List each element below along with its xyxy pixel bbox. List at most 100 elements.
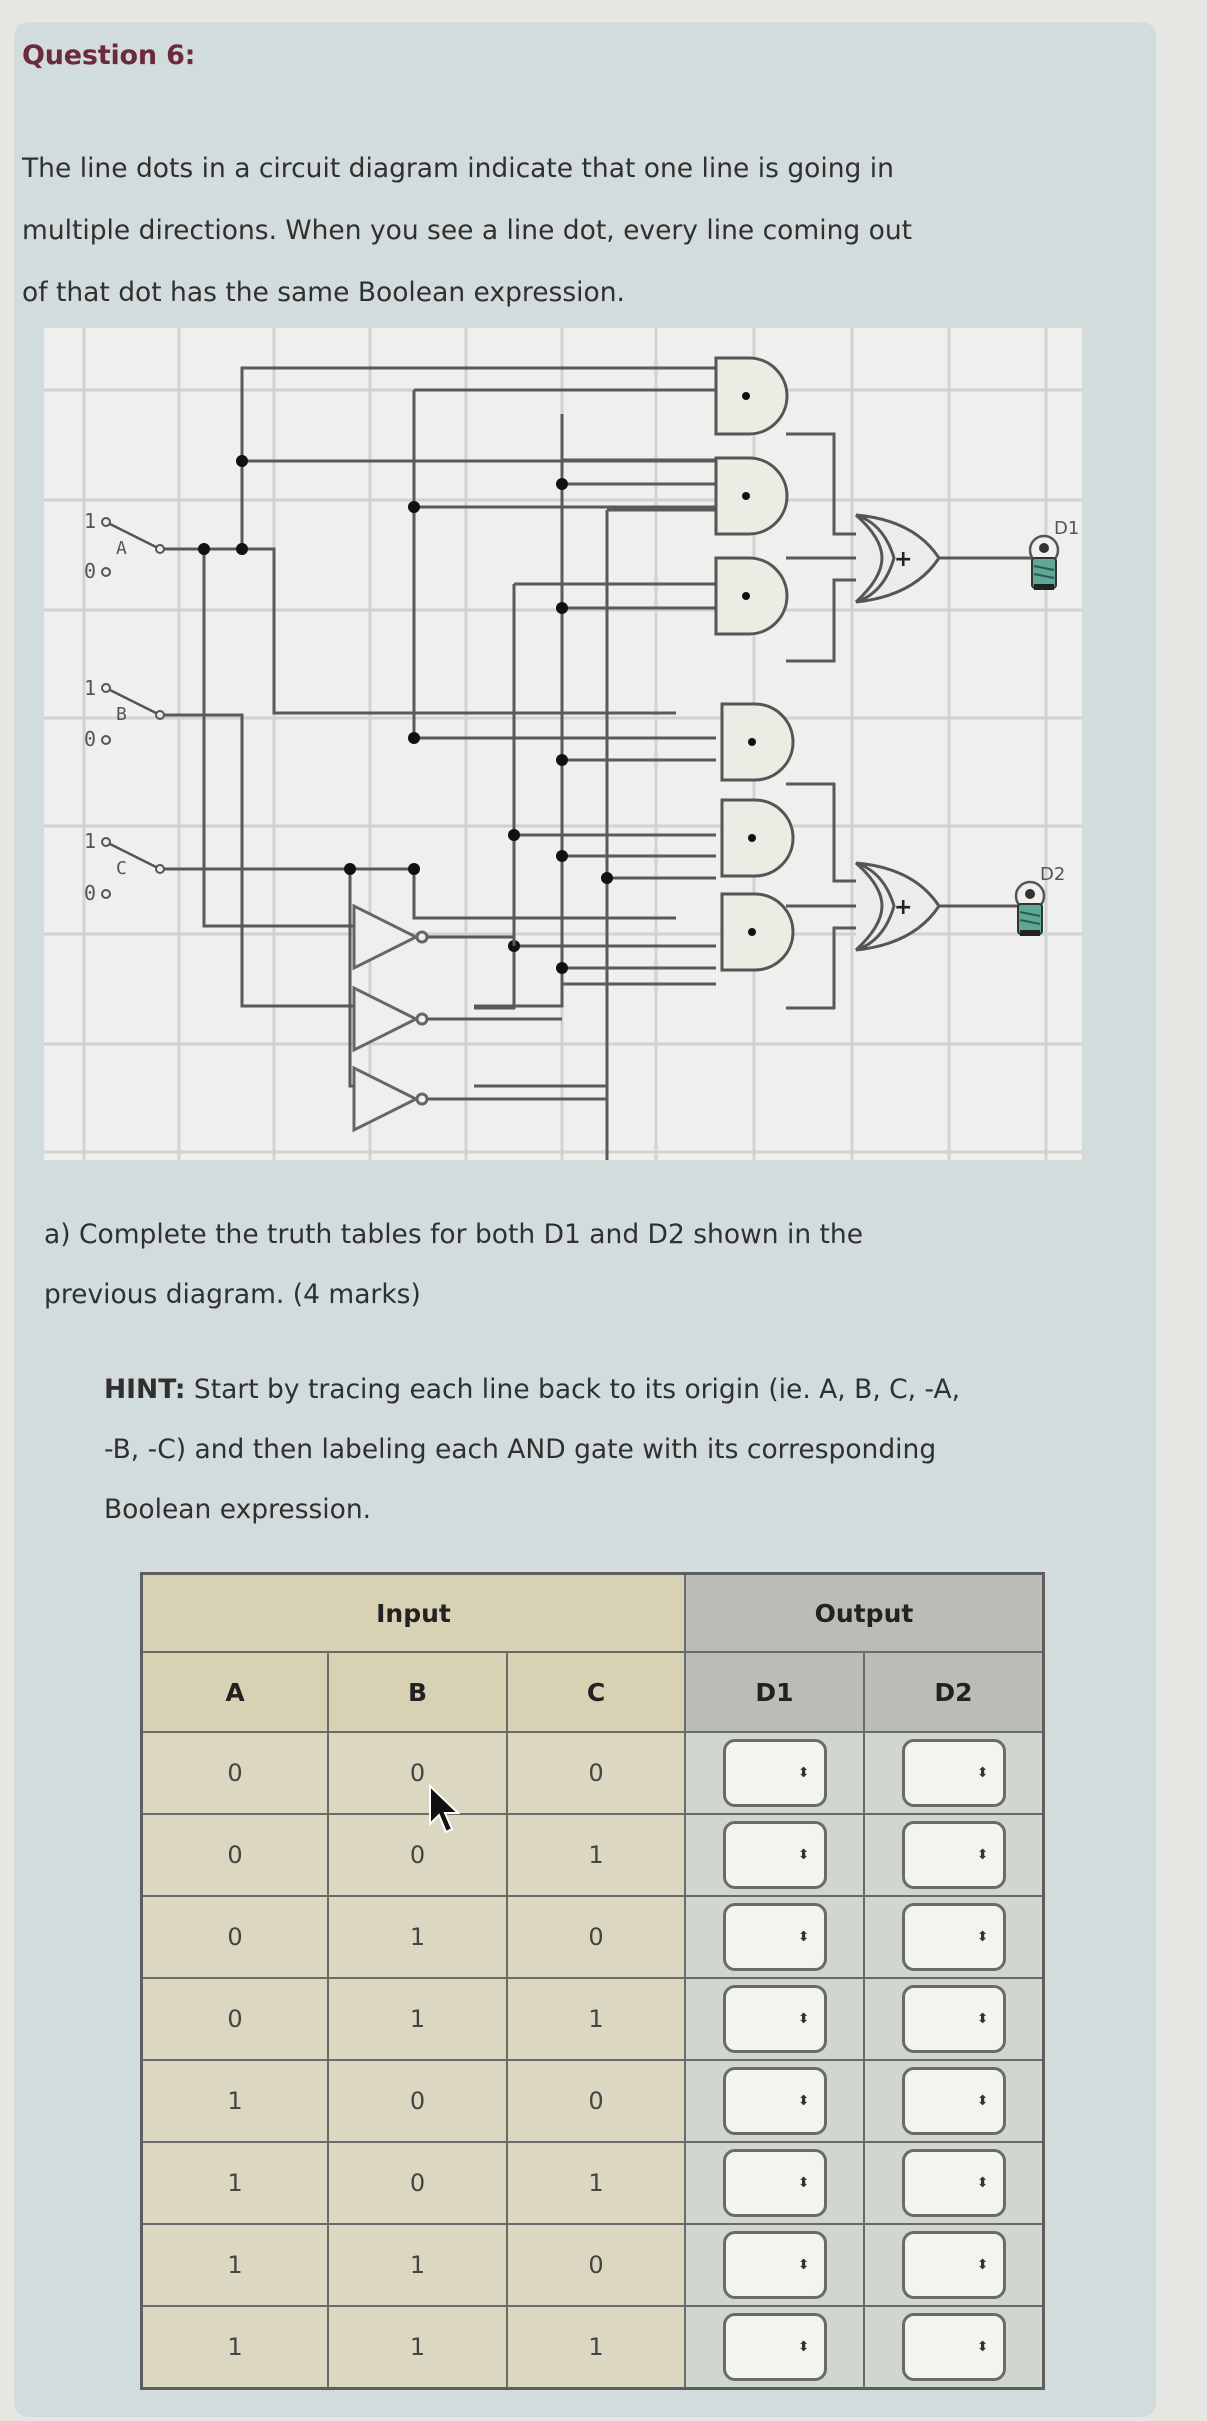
d1-label: D1 (1054, 518, 1079, 539)
select-arrows-icon: ⬍ (797, 2339, 810, 2355)
switch-c: 1 0 C (84, 829, 165, 905)
d2-select[interactable]: ⬍ (901, 2313, 1006, 2381)
table-row: 1 0 0 ⬍ ⬍ (140, 2059, 1045, 2143)
svg-text:1: 1 (84, 509, 96, 533)
hint-line: Boolean expression. (104, 1494, 372, 1525)
switch-a: 1 0 A (84, 509, 165, 583)
d2-select[interactable]: ⬍ (901, 2149, 1006, 2217)
hint-line: -B, -C) and then labeling each AND gate … (104, 1434, 937, 1465)
part-a-line: previous diagram. (4 marks) (44, 1279, 421, 1310)
svg-text:0: 0 (84, 881, 96, 905)
wires (164, 366, 1034, 1160)
output-group-header: Output (684, 1572, 1045, 1653)
table-row: 1 1 0 ⬍ ⬍ (140, 2223, 1045, 2307)
d1-select[interactable]: ⬍ (722, 2231, 827, 2299)
d1-select[interactable]: ⬍ (722, 1739, 827, 1807)
column-header-a: A (140, 1651, 329, 1733)
table-row: 0 0 1 ⬍ ⬍ (140, 1813, 1045, 1897)
d1-select[interactable]: ⬍ (722, 1985, 827, 2053)
part-a-line: a) Complete the truth tables for both D1… (44, 1219, 864, 1250)
question-title: Question 6: (22, 40, 196, 71)
d2-select[interactable]: ⬍ (901, 2067, 1006, 2135)
select-arrows-icon: ⬍ (797, 1765, 810, 1781)
select-arrows-icon: ⬍ (976, 1929, 989, 1945)
svg-text:A: A (116, 538, 127, 559)
svg-text:+: + (894, 895, 912, 920)
table-row: 0 1 1 ⬍ ⬍ (140, 1977, 1045, 2061)
and-gate-6 (720, 892, 795, 972)
intro-line: multiple directions. When you see a line… (22, 215, 913, 246)
column-header-d1: D1 (684, 1651, 865, 1733)
cell-c: 0 (506, 1895, 686, 1979)
d2-label: D2 (1040, 864, 1065, 885)
not-gates (352, 903, 429, 1133)
cell-a: 0 (140, 1895, 329, 1979)
d1-select[interactable]: ⬍ (722, 2313, 827, 2381)
column-header-d2: D2 (863, 1651, 1045, 1733)
svg-text:0: 0 (84, 559, 96, 583)
cell-a: 1 (140, 2059, 329, 2143)
cell-c: 1 (506, 1977, 686, 2061)
intro-line: of that dot has the same Boolean express… (22, 277, 625, 308)
column-header-c: C (506, 1651, 686, 1733)
d2-select[interactable]: ⬍ (901, 1739, 1006, 1807)
select-arrows-icon: ⬍ (976, 2339, 989, 2355)
svg-text:C: C (116, 858, 127, 879)
table-row: 1 0 1 ⬍ ⬍ (140, 2141, 1045, 2225)
d1-select[interactable]: ⬍ (722, 2149, 827, 2217)
or-gates (854, 513, 941, 952)
cell-a: 1 (140, 2223, 329, 2307)
d2-select[interactable]: ⬍ (901, 1821, 1006, 1889)
svg-text:0: 0 (84, 727, 96, 751)
d1-select[interactable]: ⬍ (722, 1903, 827, 1971)
svg-text:1: 1 (84, 676, 96, 700)
cell-c: 0 (506, 1731, 686, 1815)
select-arrows-icon: ⬍ (797, 2175, 810, 2191)
cell-a: 0 (140, 1731, 329, 1815)
cell-c: 1 (506, 1813, 686, 1897)
d2-select[interactable]: ⬍ (901, 1903, 1006, 1971)
cell-a: 0 (140, 1977, 329, 2061)
cell-c: 1 (506, 2141, 686, 2225)
select-arrows-icon: ⬍ (976, 2175, 989, 2191)
switch-b: 1 0 B (84, 676, 165, 751)
hint-label: HINT: (104, 1374, 186, 1405)
select-arrows-icon: ⬍ (976, 2257, 989, 2273)
d2-select[interactable]: ⬍ (901, 1985, 1006, 2053)
cell-b: 1 (327, 1895, 508, 1979)
select-arrows-icon: ⬍ (797, 1847, 810, 1863)
bulb-d1-icon: D1 (1028, 518, 1079, 590)
svg-text:B: B (116, 704, 127, 725)
and-gate-2 (714, 456, 789, 536)
svg-text:1: 1 (84, 829, 96, 853)
cell-b: 0 (327, 2141, 508, 2225)
or-gate-d2 (854, 861, 941, 952)
select-arrows-icon: ⬍ (797, 2257, 810, 2273)
part-a-instructions: a) Complete the truth tables for both D1… (44, 1205, 863, 1325)
input-group-header: Input (140, 1572, 686, 1653)
and-gates (714, 356, 795, 972)
junction-dots (198, 455, 613, 974)
select-arrows-icon: ⬍ (797, 1929, 810, 1945)
d1-select[interactable]: ⬍ (722, 2067, 827, 2135)
select-arrows-icon: ⬍ (797, 2011, 810, 2027)
bulb-d2-icon: D2 (1014, 864, 1065, 936)
and-gate-1 (714, 356, 789, 436)
table-row: 1 1 1 ⬍ ⬍ (140, 2305, 1045, 2390)
truth-table: Input Output A B C D1 D2 0 0 0 ⬍ ⬍ 0 0 1… (140, 1572, 1045, 2390)
or-gate-d1 (854, 513, 941, 604)
cell-b: 0 (327, 1813, 508, 1897)
intro-line: The line dots in a circuit diagram indic… (22, 153, 894, 184)
hint-line: Start by tracing each line back to its o… (185, 1374, 961, 1405)
select-arrows-icon: ⬍ (976, 1765, 989, 1781)
select-arrows-icon: ⬍ (976, 2011, 989, 2027)
select-arrows-icon: ⬍ (976, 1847, 989, 1863)
cell-c: 1 (506, 2305, 686, 2390)
cell-c: 0 (506, 2223, 686, 2307)
table-row: 0 0 0 ⬍ ⬍ (140, 1731, 1045, 1815)
cell-b: 1 (327, 2305, 508, 2390)
d1-select[interactable]: ⬍ (722, 1821, 827, 1889)
and-gate-5 (720, 798, 795, 878)
cell-b: 0 (327, 2059, 508, 2143)
d2-select[interactable]: ⬍ (901, 2231, 1006, 2299)
